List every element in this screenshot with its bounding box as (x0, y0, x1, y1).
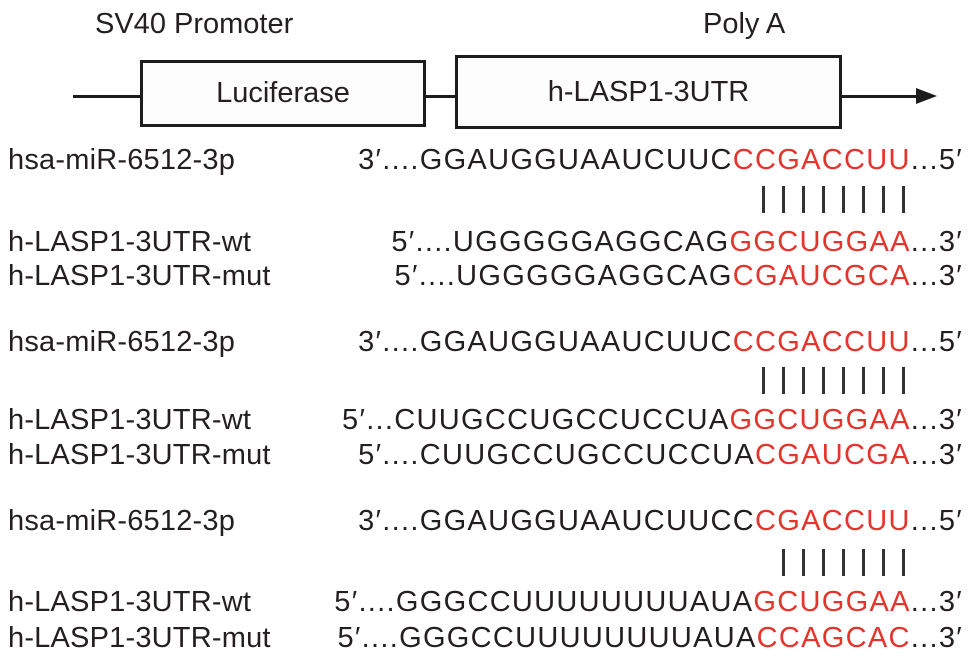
pair-mark (822, 367, 825, 394)
pair-mark (802, 367, 805, 394)
utr-wt-sequence: 5′....GGGCCUUUUUUUUAUAGCUGGAA...3′ (334, 586, 963, 619)
pair-mark (782, 549, 785, 576)
pair-mark (762, 186, 765, 213)
utr-wt-name: h-LASP1-3UTR-wt (8, 226, 252, 258)
mirna-name: hsa-miR-6512-3p (8, 505, 236, 537)
mirna-row: hsa-miR-6512-3p 3′....GGAUGGUAAUCUUCCCGA… (8, 505, 963, 538)
mirna-name: hsa-miR-6512-3p (8, 326, 236, 358)
seed-sequence: CGAUCGA (755, 439, 911, 471)
seed-sequence: GGCUGGAA (729, 404, 911, 436)
pair-mark (862, 549, 865, 576)
mirna-sequence: 3′....GGAUGGUAAUCUUCCCGACCUU...5′ (358, 326, 963, 359)
sequence-suffix: ...3′ (910, 260, 963, 292)
utr-mut-row: h-LASP1-3UTR-mut 5′....UGGGGGAGGCAGCGAUC… (8, 260, 963, 293)
utr-wt-row: h-LASP1-3UTR-wt 5′....GGGCCUUUUUUUUAUAGC… (8, 586, 963, 619)
pair-mark (762, 367, 765, 394)
seed-sequence: CCGACCUU (732, 144, 911, 176)
mirna-name: hsa-miR-6512-3p (8, 144, 236, 176)
utr-wt-row: h-LASP1-3UTR-wt 5′....UGGGGGAGGCAGGGCUGG… (8, 226, 963, 259)
utr-mut-name: h-LASP1-3UTR-mut (8, 622, 271, 654)
luciferase-box: Luciferase (140, 60, 426, 127)
polya-label: Poly A (703, 8, 786, 40)
pair-mark (882, 186, 885, 213)
seed-sequence: GGCUGGAA (729, 226, 911, 258)
utr-wt-sequence: 5′...CUUGCCUGCCUCCUAGGCUGGAA...3′ (342, 404, 963, 437)
seed-sequence: CCGACCUU (732, 326, 911, 358)
sequence-prefix: 5′...CUUGCCUGCCUCCUA (342, 404, 730, 436)
utr-mut-name: h-LASP1-3UTR-mut (8, 260, 271, 292)
seed-sequence: CGACCUU (755, 505, 911, 537)
sv40-promoter-label: SV40 Promoter (95, 8, 294, 40)
sequence-suffix: ...3′ (910, 586, 963, 618)
mirna-sequence: 3′....GGAUGGUAAUCUUCCCGACCUU...5′ (358, 144, 963, 177)
sequence-suffix: ...5′ (910, 326, 963, 358)
base-pair-marks (745, 367, 905, 394)
utr-mut-row: h-LASP1-3UTR-mut 5′....CUUGCCUGCCUCCUACG… (8, 439, 963, 472)
utr-mut-sequence: 5′....CUUGCCUGCCUCCUACGAUCGA...3′ (358, 439, 963, 472)
sequence-prefix: 3′....GGAUGGUAAUCUUC (358, 326, 733, 358)
sequence-prefix: 3′....GGAUGGUAAUCUUCC (358, 505, 756, 537)
pair-mark (902, 186, 905, 213)
arrow-right-icon (916, 88, 937, 104)
sequence-suffix: ...3′ (910, 439, 963, 471)
pair-mark (882, 549, 885, 576)
base-pair-marks (745, 186, 905, 213)
sequence-prefix: 5′....CUUGCCUGCCUCCUA (358, 439, 756, 471)
pair-mark (862, 186, 865, 213)
pair-mark (842, 367, 845, 394)
seed-sequence: CGAUCGCA (732, 260, 911, 292)
mirna-row: hsa-miR-6512-3p 3′....GGAUGGUAAUCUUCCCGA… (8, 326, 963, 359)
pair-mark (822, 186, 825, 213)
sequence-suffix: ...3′ (910, 404, 963, 436)
sequence-prefix: 3′....GGAUGGUAAUCUUC (358, 144, 733, 176)
sequence-prefix: 5′....UGGGGGAGGCAG (391, 226, 730, 258)
mirna-row: hsa-miR-6512-3p 3′....GGAUGGUAAUCUUCCCGA… (8, 144, 963, 177)
utr-wt-name: h-LASP1-3UTR-wt (8, 404, 252, 436)
luciferase-label: Luciferase (216, 77, 350, 109)
utr-mut-sequence: 5′....UGGGGGAGGCAGCGAUCGCA...3′ (395, 260, 963, 293)
seed-sequence: GCUGGAA (753, 586, 911, 618)
seed-sequence: CCAGCAC (756, 622, 911, 654)
lasp1-3utr-box: h-LASP1-3UTR (455, 55, 842, 129)
pair-mark (902, 549, 905, 576)
sequence-prefix: 5′....GGGCCUUUUUUUUAUA (337, 622, 757, 654)
pair-mark (842, 549, 845, 576)
pair-mark (862, 367, 865, 394)
pair-mark (822, 549, 825, 576)
utr-wt-sequence: 5′....UGGGGGAGGCAGGGCUGGAA...3′ (391, 226, 963, 259)
sequence-prefix: 5′....GGGCCUUUUUUUUAUA (334, 586, 754, 618)
pair-mark (882, 367, 885, 394)
base-pair-marks (765, 549, 905, 576)
sequence-suffix: ...5′ (910, 144, 963, 176)
pair-mark (802, 186, 805, 213)
pair-mark (802, 549, 805, 576)
mirna-sequence: 3′....GGAUGGUAAUCUUCCCGACCUU...5′ (358, 505, 963, 538)
sequence-prefix: 5′....UGGGGGAGGCAG (394, 260, 733, 292)
sequence-suffix: ...3′ (910, 226, 963, 258)
utr-mut-sequence: 5′....GGGCCUUUUUUUUAUACCAGCAC...3′ (338, 622, 964, 655)
utr-mut-row: h-LASP1-3UTR-mut 5′....GGGCCUUUUUUUUAUAC… (8, 622, 963, 655)
lasp1-3utr-label: h-LASP1-3UTR (547, 75, 750, 108)
utr-wt-name: h-LASP1-3UTR-wt (8, 586, 252, 618)
pair-mark (782, 367, 785, 394)
utr-wt-row: h-LASP1-3UTR-wt 5′...CUUGCCUGCCUCCUAGGCU… (8, 404, 963, 437)
sequence-suffix: ...5′ (910, 505, 963, 537)
sequence-suffix: ...3′ (910, 622, 963, 654)
pair-mark (782, 186, 785, 213)
utr-mut-name: h-LASP1-3UTR-mut (8, 439, 271, 471)
pair-mark (902, 367, 905, 394)
pair-mark (842, 186, 845, 213)
